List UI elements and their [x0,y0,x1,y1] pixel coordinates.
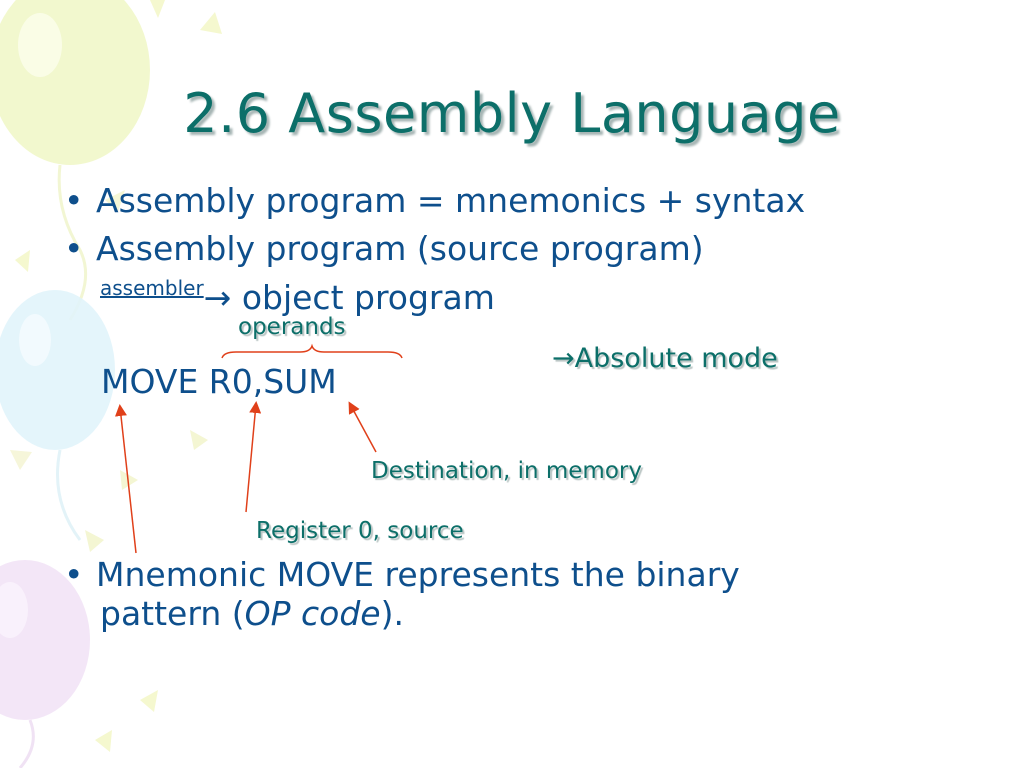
bullet-item: • Assembly program (source program) [64,229,704,269]
destination-label: Destination, in memory [371,458,642,484]
absolute-mode-label: →Absolute mode [552,343,778,374]
bullet-glyph: • [64,229,84,268]
bullet-item: • Assembly program = mnemonics + syntax [64,181,805,221]
bullet-glyph: • [64,181,84,220]
bullet-continuation: pattern (OP code). [100,594,404,633]
instruction-text: MOVE R0,SUM [101,362,337,401]
arrow-glyph: → [552,343,575,374]
assembler-label: assembler [100,276,204,300]
bullet-text: object program [231,278,495,317]
bullet-glyph: • [64,555,84,594]
bullet-text: Assembly program (source program) [96,229,704,268]
arrow-glyph: → [203,278,232,317]
register-label: Register 0, source [256,518,464,544]
op-code-emphasis: OP code [244,594,381,633]
slide-title: 2.6 Assembly Language [183,82,841,145]
bullet-text: Assembly program = mnemonics + syntax [96,181,806,220]
bullet-item: • Mnemonic MOVE represents the binary [64,555,740,595]
operands-label: operands [238,314,346,340]
bullet-text: Mnemonic MOVE represents the binary [96,555,740,594]
bullet-continuation: assembler→ object program [100,268,495,318]
